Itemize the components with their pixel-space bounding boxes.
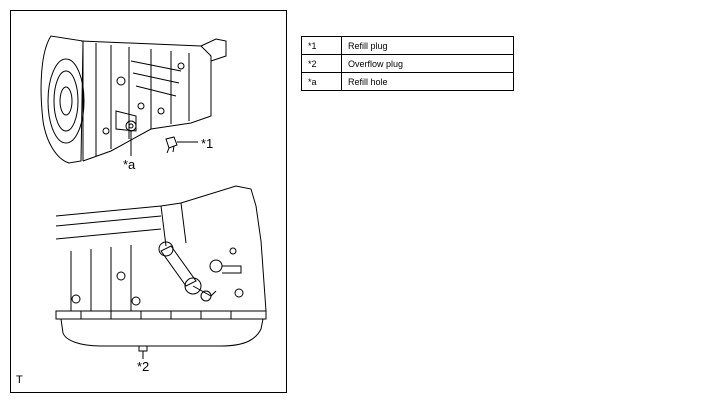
figure-frame: *1 *a *2 T (10, 10, 287, 393)
legend-row: *a Refill hole (301, 72, 514, 91)
legend-key: *2 (301, 54, 342, 73)
legend-row: *2 Overflow plug (301, 54, 514, 73)
callout-refill-plug: *1 (201, 136, 214, 151)
legend-table: *1 Refill plug *2 Overflow plug *a Refil… (301, 36, 514, 91)
lower-oil-pan-drawing (55, 185, 267, 359)
legend-key: *1 (301, 36, 342, 55)
legend-description: Refill hole (341, 72, 514, 91)
corner-mark: T (16, 374, 23, 386)
upper-transmission-drawing (40, 35, 227, 164)
legend-row: *1 Refill plug (301, 36, 514, 55)
callout-overflow-plug: *2 (137, 359, 150, 374)
legend-key: *a (301, 72, 342, 91)
legend-description: Overflow plug (341, 54, 514, 73)
callout-refill-hole: *a (123, 157, 136, 172)
transmission-illustration (40, 35, 267, 359)
legend-description: Refill plug (341, 36, 514, 55)
